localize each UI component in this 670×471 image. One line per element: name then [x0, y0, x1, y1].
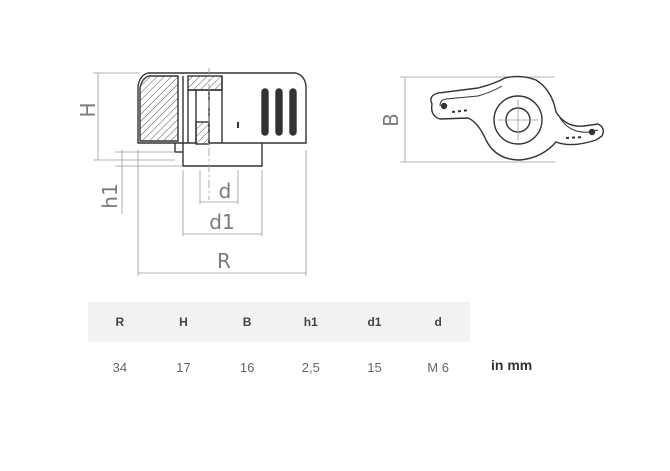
- section-hatch-insert: [187, 75, 223, 91]
- dim-label-h1: h1: [98, 183, 122, 208]
- table-row: 34 17 16 2,5 15 M 6: [88, 342, 470, 392]
- technical-drawing: H h1 d d1 R B: [76, 68, 605, 276]
- spec-table: R H B h1 d1 d 34 17 16 2,5 15 M 6: [88, 302, 470, 392]
- header-R: R: [88, 302, 152, 342]
- dim-label-d: d: [219, 179, 232, 203]
- header-h1: h1: [278, 302, 343, 342]
- dim-label-R: R: [217, 249, 231, 273]
- base-collar: [182, 143, 263, 167]
- value-h1: 2,5: [301, 359, 320, 375]
- value-H: 17: [176, 359, 191, 375]
- unit-label: in mm: [491, 357, 533, 373]
- side-view: [137, 68, 307, 200]
- header-d: d: [406, 302, 470, 342]
- dim-label-H: H: [76, 102, 100, 117]
- rib-3: [289, 88, 297, 136]
- hub-outer-circle: [493, 95, 543, 145]
- knob-body-outline: [137, 72, 307, 144]
- section-hatch-nut: [195, 121, 210, 145]
- dimension-lines: [93, 72, 555, 276]
- spec-table-header-row: R H B h1 d1 d: [88, 302, 470, 342]
- value-B: 16: [239, 359, 255, 375]
- wing-outline: [430, 75, 605, 161]
- value-d: M 6: [427, 359, 449, 375]
- top-view: [430, 75, 605, 161]
- header-d1: d1: [342, 302, 407, 342]
- rib-2: [275, 88, 283, 136]
- wing-tip-dot-left: [440, 102, 448, 110]
- header-H: H: [151, 302, 216, 342]
- value-d1: 15: [367, 359, 382, 375]
- value-R: 34: [112, 359, 128, 375]
- dim-label-d1: d1: [209, 210, 234, 234]
- dim-label-B: B: [379, 113, 403, 127]
- section-hatch-left: [139, 75, 179, 142]
- header-B: B: [215, 302, 279, 342]
- wing-tip-dot-right: [588, 128, 596, 136]
- rib-1: [261, 88, 269, 136]
